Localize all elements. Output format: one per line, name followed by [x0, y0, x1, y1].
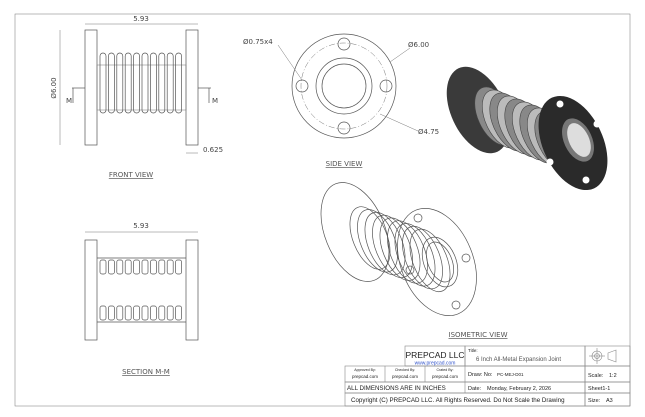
scale-label: Scale:	[588, 373, 604, 379]
title-block	[344, 345, 631, 407]
length-dimension: 5.93	[133, 15, 149, 23]
side-view: Ø0.75x4 Ø6.00 Ø4.75 SIDE VIEW	[243, 33, 439, 168]
bolt-hole	[337, 121, 351, 135]
section-view: 5.93 SECTION M-M	[84, 222, 199, 376]
hole-dimension: Ø0.75x4	[243, 38, 273, 46]
bolt-hole	[337, 37, 351, 51]
approved-by-label: Approved By:	[354, 368, 376, 372]
created-by-label: Crated By:	[437, 368, 454, 372]
side-view-label: SIDE VIEW	[326, 160, 363, 168]
copyright-note: Copyright (C) PREPCAD LLC. All Rights Re…	[351, 397, 565, 404]
sheet-number: Sheet1-1	[588, 386, 610, 392]
scale-value: 1:2	[609, 373, 617, 379]
company-website[interactable]: www.prepcad.com	[415, 361, 456, 367]
company-name: PREPCAD LLC	[405, 350, 464, 360]
title-label: Title:	[468, 348, 478, 353]
date-label: Date:	[468, 386, 482, 392]
section-marker-right: M	[212, 97, 218, 105]
approved-by-value: prepcad.com	[352, 374, 378, 379]
bolt-circle-dimension: Ø4.75	[418, 128, 439, 136]
outer-diameter-dimension: Ø6.00	[408, 41, 429, 49]
right-flange	[185, 29, 199, 146]
isometric-line-view: ISOMETRIC VIEW	[320, 182, 508, 339]
flange-outline	[291, 33, 397, 139]
bolt-hole	[379, 79, 393, 93]
units-note: ALL DIMENSIONS ARE IN INCHES	[347, 385, 446, 392]
checked-by-label: Checked By:	[395, 368, 415, 372]
size-value: A3	[606, 398, 613, 404]
sheet-border	[14, 13, 631, 407]
shaded-isometric-model	[446, 66, 608, 191]
front-view: 5.93 Ø6.00 M M 0.625 FRONT VIEW	[50, 15, 223, 179]
title-block-text: PREPCAD LLC www.prepcad.com Title: 6 Inc…	[347, 348, 617, 404]
draw-no-value: PC-MEJ-D01	[497, 372, 524, 377]
front-view-label: FRONT VIEW	[109, 171, 153, 179]
left-flange	[84, 29, 98, 146]
drawing-title: 6 Inch All-Metal Expansion Joint	[476, 357, 561, 363]
bellows	[96, 52, 187, 114]
bolt-hole	[295, 79, 309, 93]
size-label: Size:	[588, 398, 601, 404]
section-view-label: SECTION M-M	[122, 368, 170, 376]
bellows-section	[99, 259, 182, 321]
projection-icon	[589, 348, 617, 364]
checked-by-value: prepcad.com	[392, 374, 418, 379]
isometric-view-label: ISOMETRIC VIEW	[449, 331, 508, 339]
draw-no-label: Draw: No:	[468, 372, 493, 378]
diameter-dimension: Ø6.00	[50, 77, 58, 98]
section-length-dimension: 5.93	[133, 222, 149, 230]
date-value: Monday, February 2, 2026	[487, 386, 551, 392]
created-by-value: prepcad.com	[432, 374, 458, 379]
flange-thickness-dimension: 0.625	[203, 146, 223, 154]
section-marker-left: M	[66, 97, 72, 105]
